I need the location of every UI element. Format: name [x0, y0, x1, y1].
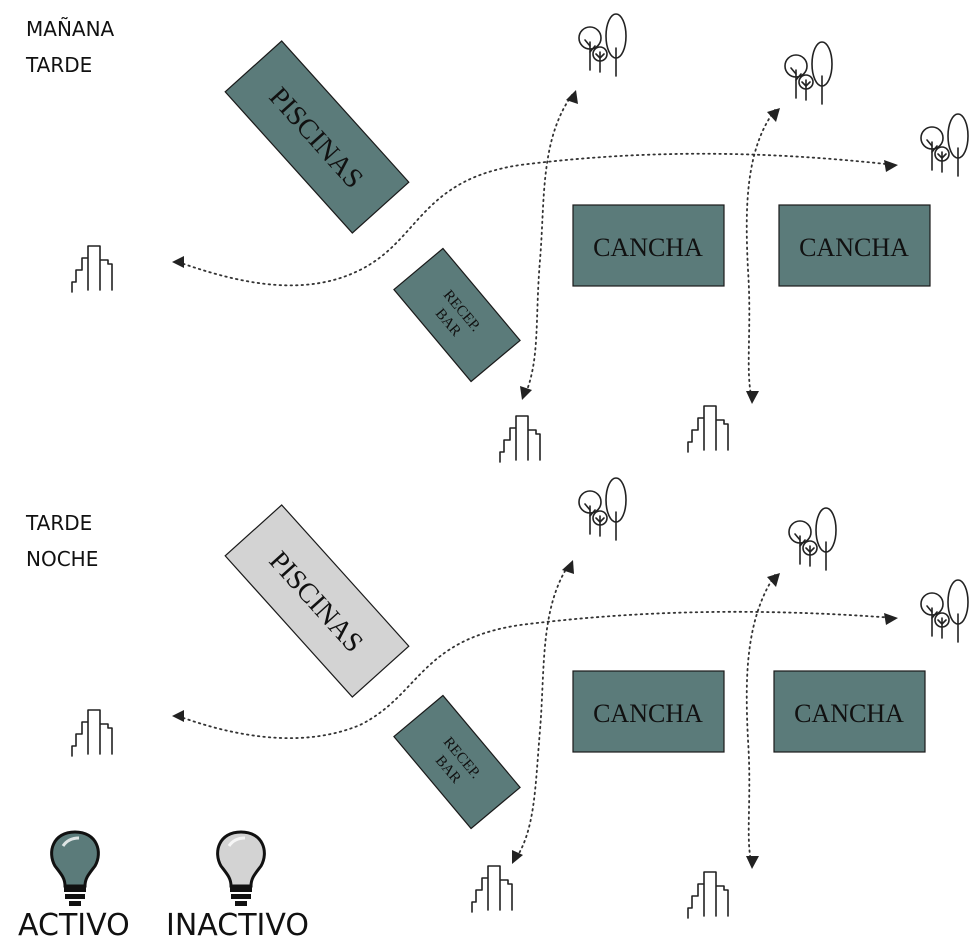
court-label: CANCHA [799, 233, 909, 262]
path-branch [524, 94, 573, 396]
legend-inactive-label: INACTIVO [166, 908, 309, 942]
court-label: CANCHA [794, 699, 904, 728]
arrowhead [512, 850, 523, 864]
arrowhead [172, 256, 184, 268]
time-label-line2: TARDE [25, 53, 92, 77]
lightbulb-icon [50, 830, 100, 908]
zone-court-2: CANCHA [778, 204, 931, 287]
court-rect [572, 204, 725, 287]
arrowhead [746, 856, 759, 869]
arrowhead [562, 560, 574, 574]
building-icon [499, 415, 541, 463]
building-icon [687, 871, 729, 919]
arrowhead [884, 613, 898, 625]
time-label-line2: NOCHE [26, 547, 98, 571]
building-icon [471, 865, 513, 913]
trees-icon [920, 579, 969, 643]
reception-rect [393, 247, 521, 383]
time-label-line1: TARDE [25, 511, 92, 535]
court-label: CANCHA [593, 699, 703, 728]
pool-rect [224, 504, 410, 698]
trees-icon [784, 41, 833, 105]
path-branch [745, 574, 776, 866]
zone-court-1: CANCHA [572, 670, 725, 753]
path-branch [514, 565, 569, 861]
pool-rect [224, 40, 410, 234]
trees-icon [920, 113, 969, 177]
building-icon [71, 709, 113, 757]
path-branch [745, 109, 776, 401]
building-icon [71, 245, 113, 293]
court-rect [778, 204, 931, 287]
arrowhead [767, 573, 780, 587]
arrowhead [884, 160, 898, 172]
trees-icon [788, 507, 837, 571]
zone-reception: RECEP. BAR [393, 694, 521, 830]
zone-court-2: CANCHA [773, 670, 926, 753]
time-label-line1: MAÑANA [26, 17, 115, 41]
zone-pool: PISCINAS [224, 504, 410, 698]
panel-2: TARDE NOCHE PISCINAS RECEP. BAR CANCHA C… [25, 477, 969, 919]
court-label: CANCHA [593, 233, 703, 262]
arrowhead [746, 391, 759, 404]
arrowhead [566, 90, 578, 104]
zone-reception: RECEP. BAR [393, 247, 521, 383]
zone-pool: PISCINAS [224, 40, 410, 234]
arrowhead [172, 710, 184, 722]
court-rect [572, 670, 725, 753]
lightbulb-icon [216, 830, 266, 908]
legend: ACTIVO INACTIVO [18, 830, 309, 942]
path-main [177, 152, 896, 287]
trees-icon [578, 13, 627, 77]
trees-icon [578, 477, 627, 541]
legend-active-label: ACTIVO [18, 908, 130, 942]
path-main [177, 610, 896, 740]
panel-1: MAÑANA TARDE PISCINAS RECEP. BAR CANCHA … [25, 13, 969, 463]
court-rect [773, 670, 926, 753]
arrowhead [767, 108, 780, 122]
arrowhead [520, 386, 532, 400]
building-icon [687, 405, 729, 453]
zone-court-1: CANCHA [572, 204, 725, 287]
reception-rect [393, 694, 521, 830]
